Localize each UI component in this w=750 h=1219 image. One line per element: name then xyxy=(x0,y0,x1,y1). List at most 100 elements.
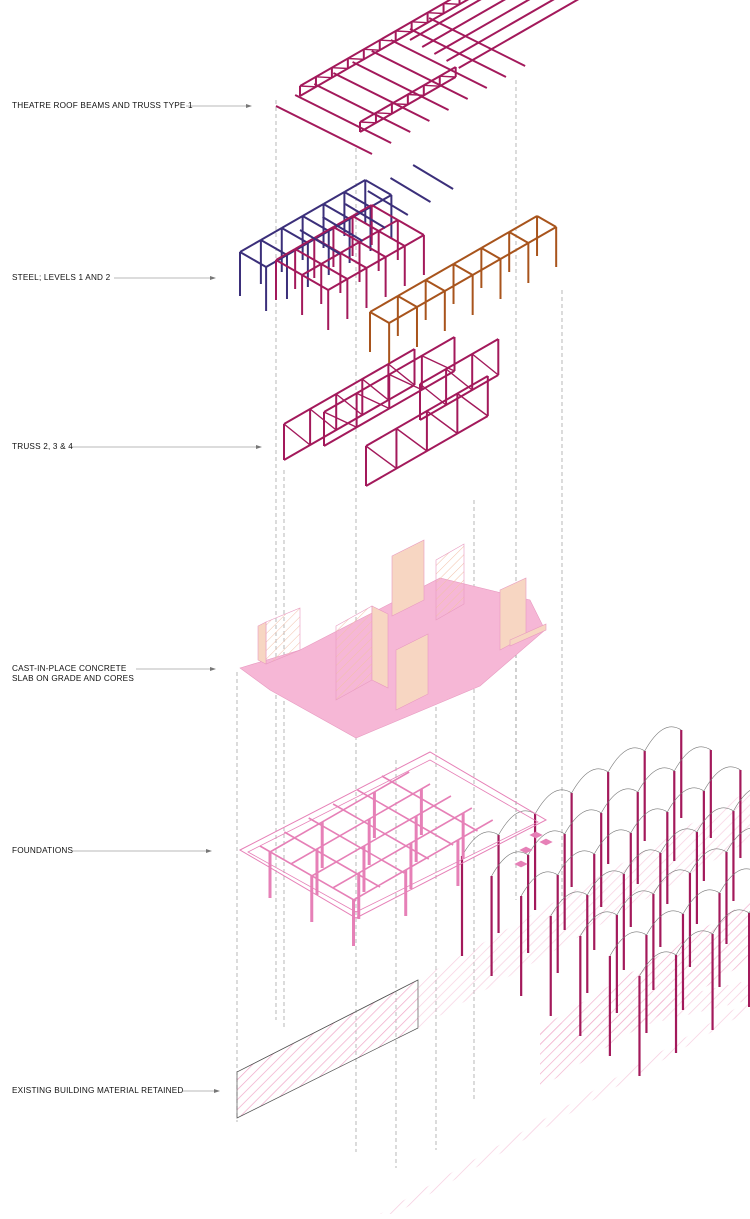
roof-truss-a-diagonal xyxy=(315,76,332,79)
label-steel: STEEL; LEVELS 1 AND 2 xyxy=(12,273,110,283)
core-stair xyxy=(391,539,425,617)
roof-beam xyxy=(409,28,507,78)
leader-existing-arrow xyxy=(214,1089,220,1093)
roof-truss-a-diagonal xyxy=(395,30,412,33)
truss-2-diagonal xyxy=(283,423,311,446)
truss-4b-top-chord xyxy=(419,338,499,385)
steel-magenta-beam xyxy=(275,259,303,276)
steel-rust-beam xyxy=(500,242,529,260)
truss-layer xyxy=(283,0,500,487)
leader-foundations-arrow xyxy=(206,849,212,853)
steel-magenta-beam xyxy=(320,252,341,265)
steel-magenta-beam xyxy=(397,219,425,236)
core-center-face xyxy=(371,605,389,689)
dashed-guide-lines xyxy=(236,80,563,1168)
pile-cap xyxy=(519,846,533,854)
steel-magenta-beam xyxy=(378,230,406,247)
label-foundations: FOUNDATIONS xyxy=(12,846,73,856)
steel-magenta-beam xyxy=(332,226,361,243)
label-truss: TRUSS 2, 3 & 4 xyxy=(12,442,73,452)
grade-beam xyxy=(311,795,452,877)
steel-magenta-beam xyxy=(365,256,387,269)
roof-arc xyxy=(639,909,750,977)
grade-beam xyxy=(290,783,431,865)
core-left-face xyxy=(257,621,267,665)
steel-magenta-beam xyxy=(313,226,334,239)
steel-magenta-beam xyxy=(385,245,406,258)
roof-truss-a-diagonal xyxy=(443,2,460,6)
steel-magenta-beam xyxy=(352,204,373,217)
existing-hatch-front xyxy=(540,980,750,1050)
steel-magenta-beam xyxy=(339,252,367,269)
leader-truss-arrow xyxy=(256,445,262,449)
label-existing: EXISTING BUILDING MATERIAL RETAINED xyxy=(12,1086,184,1096)
leader-steel-arrow xyxy=(210,276,216,280)
steel-navy-beam xyxy=(364,179,392,196)
roof-truss-a-bottom-chord xyxy=(299,0,470,97)
truss-3-diagonal xyxy=(388,373,423,391)
truss-4-diagonal xyxy=(365,445,397,470)
steel-navy-beam xyxy=(307,230,330,244)
steel-magenta-beam xyxy=(327,278,348,291)
roof-truss-a-diagonal xyxy=(347,57,364,61)
steel-rust-beam xyxy=(416,290,446,308)
steel-navy-beam xyxy=(286,242,309,256)
truss-3-diagonal xyxy=(421,355,455,372)
foundation-perimeter xyxy=(238,751,548,919)
label-steel-text: STEEL; LEVELS 1 AND 2 xyxy=(12,273,111,282)
steel-navy-joist xyxy=(367,190,409,216)
steel-navy-beam xyxy=(302,203,325,217)
truss-2-diagonal xyxy=(387,363,415,386)
roof-purlin xyxy=(446,0,555,62)
steel-rust-beam xyxy=(453,247,482,265)
roof-beam xyxy=(428,17,526,67)
steel-rust-beam xyxy=(480,231,510,249)
steel-magenta-beam xyxy=(294,248,322,265)
grade-beam xyxy=(269,771,410,853)
roof-truss-a-diagonal xyxy=(331,66,348,70)
steel-navy-beam xyxy=(239,251,267,268)
steel-navy-joist xyxy=(344,203,386,229)
truss-4-diagonal xyxy=(396,427,428,452)
steel-magenta-beam xyxy=(359,241,387,258)
grade-beam xyxy=(332,803,430,860)
existing-west-wall xyxy=(236,979,419,1119)
steel-rust-beam xyxy=(536,215,557,228)
label-concrete-line2: SLAB ON GRADE AND CORES xyxy=(12,674,134,683)
steel-magenta-beam xyxy=(294,237,315,250)
roof-beam xyxy=(332,72,430,122)
grade-beam xyxy=(353,819,494,901)
steel-magenta-beam xyxy=(301,263,322,276)
truss-2-diagonal xyxy=(335,393,363,416)
truss-3-diagonal xyxy=(356,392,390,410)
roof-arc xyxy=(520,766,741,897)
steel-rust-beam xyxy=(508,231,529,244)
steel-magenta-beam xyxy=(371,204,399,221)
roof-purlin xyxy=(409,0,482,41)
steel-rust-beam xyxy=(369,311,390,324)
truss-4b-bottom-chord xyxy=(419,374,499,421)
steel-rust-beam xyxy=(472,258,501,276)
steel-rust-beam xyxy=(369,295,399,313)
steel-navy-joist xyxy=(322,216,364,242)
roof-truss-b-diagonal xyxy=(423,84,440,87)
leader-concrete-arrow xyxy=(210,667,216,671)
roof-beam xyxy=(294,94,392,144)
leader-roof-arrow xyxy=(246,104,252,108)
steel-magenta-beam xyxy=(352,215,380,232)
steel-rust-beam xyxy=(425,279,446,292)
roof-arc xyxy=(491,746,711,877)
steel-magenta-beam xyxy=(301,274,329,291)
pile-cap xyxy=(514,860,528,868)
steel-rust-beam xyxy=(397,279,427,297)
steel-magenta-beam xyxy=(320,263,348,280)
foundations-layer xyxy=(238,751,553,946)
roof-purlin xyxy=(421,0,506,48)
roof-beam xyxy=(313,83,411,133)
steel-rust-beam xyxy=(444,274,474,292)
steel-rust-beam xyxy=(388,306,418,324)
steel-rust-beam xyxy=(425,263,455,281)
roof-truss-b-diagonal xyxy=(359,121,376,124)
steel-navy-beam xyxy=(323,191,345,205)
